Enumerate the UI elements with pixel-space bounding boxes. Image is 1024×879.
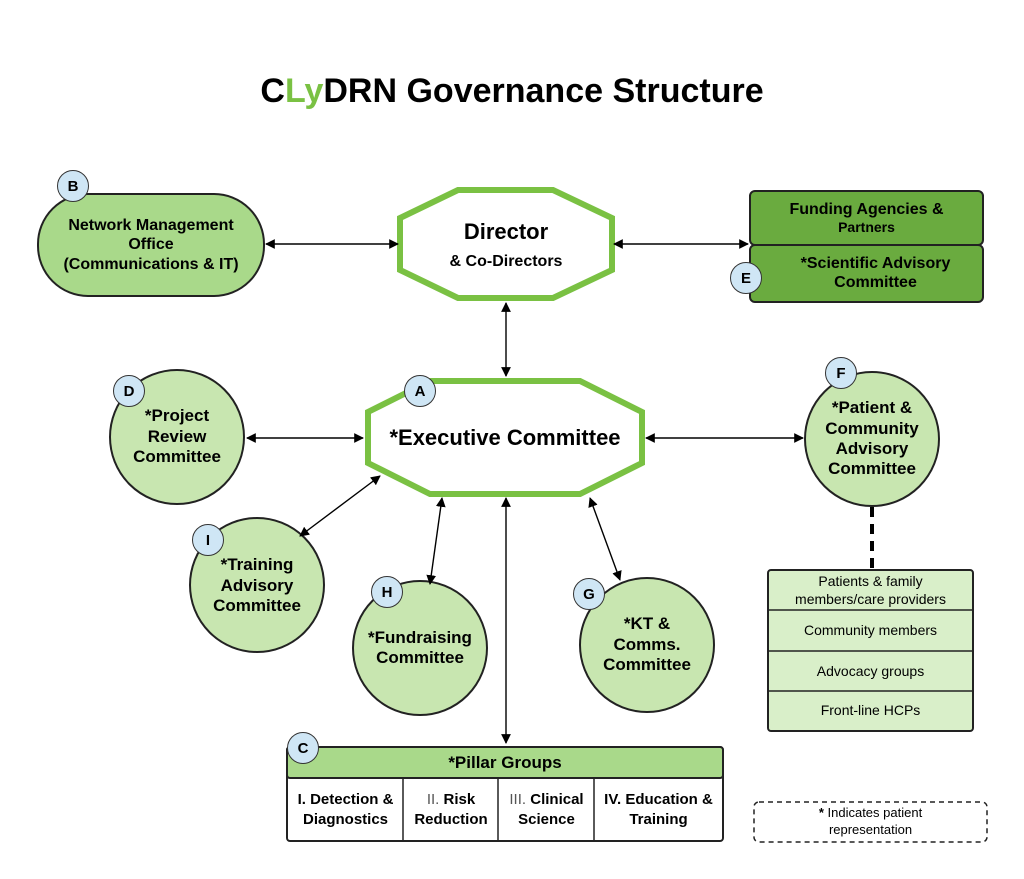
arrow-executive-training [299,475,381,537]
arrow-executive-kt [588,497,622,581]
scientific-label: *Scientific Advisory Committee [770,248,981,298]
pillar-line1: Education & [625,791,713,808]
pillar-line2: Science [518,810,575,828]
legend-star: * [818,805,824,820]
funding-line1: Funding Agencies & [789,201,944,218]
fundraising-line1: *Fundraising [368,627,472,647]
project-review-line2: Review [147,426,207,446]
executive-label: *Executive Committee [389,424,621,450]
patient-committee-line4: Committee [828,459,916,479]
pillar-cell: III. Clinical Science [499,779,594,840]
patient-committee-line2: Community [825,418,919,438]
title-part-c: C [260,72,285,110]
training-line1: *Training [220,555,294,575]
network-office-line1: Network Management [68,217,234,235]
pillar-line1: Risk [443,791,476,808]
director-subtitle: & Co-Directors [449,252,563,270]
badge-f: F [825,357,857,389]
legend-line2: representation [828,821,913,837]
patient-list-row-line2: members/care providers [795,590,946,607]
patient-committee-line3: Advisory [835,439,909,458]
badge-a: A [404,375,436,407]
badge-g: G [573,578,605,610]
pillar-cell: II. Risk Reduction [404,779,498,840]
pillar-cell: IV. Education & Training [595,779,722,840]
network-office-line3: (Communications & IT) [63,255,239,273]
scientific-line1: *Scientific Advisory [800,254,951,272]
legend-box [753,801,988,843]
patient-list-row-line1: Patients & family [818,573,923,589]
legend-line1: Indicates patient [827,805,923,820]
pillar-groups-header: *Pillar Groups [448,752,562,772]
director-title: Director [463,219,549,245]
kt-comms-line2: Comms. [613,634,681,654]
scientific-line2: Committee [834,274,917,291]
fundraising-label: *Fundraising Committee [356,624,484,672]
kt-comms-circle[interactable] [579,577,715,713]
patient-list-row: Advocacy groups [816,662,925,679]
executive-octagon[interactable] [365,378,645,497]
director-label: Director & Co-Directors [405,205,607,285]
project-review-circle[interactable] [109,369,245,505]
legend-text: * Indicates patient representation [756,805,985,839]
training-line2: Advisory [220,575,294,595]
pillar-cell: I. Detection & Diagnostics [288,779,403,840]
badge-c: C [287,732,319,764]
fundraising-circle[interactable] [352,580,488,716]
pillar-numeral: III. [509,791,527,808]
network-office-label: Network Management Office (Communication… [40,207,262,283]
pillar-line2: Diagnostics [302,810,389,828]
pillar-line2: Training [629,810,688,828]
network-office-box[interactable] [37,193,265,297]
network-office-line2: Office [128,236,174,254]
badge-h: H [371,576,403,608]
pillar-line2: Reduction [414,810,488,828]
pillar-line1: Clinical [530,791,584,808]
title-part-rest: DRN Governance Structure [323,72,764,110]
pillar-numeral: II. [426,791,440,808]
director-octagon[interactable] [397,187,615,301]
pillar-numeral: I. [297,791,306,808]
project-review-label: *Project Review Committee [117,402,237,472]
training-circle[interactable] [189,517,325,653]
training-label: *Training Advisory Committee [197,551,317,621]
pillar-line1: Detection & [310,791,394,808]
badge-e: E [730,262,762,294]
patient-committee-circle[interactable] [804,371,940,507]
patient-committee-line1: *Patient & [831,398,913,418]
title-part-ly: Ly [284,72,324,110]
funding-line2: Partners [838,219,895,236]
pillar-numeral: IV. [604,791,622,808]
patient-list-row: Patients & family members/care providers [770,571,971,610]
funding-label: Funding Agencies & Partners [752,194,981,242]
badge-i: I [192,524,224,556]
badge-d: D [113,375,145,407]
badge-b: B [57,170,89,202]
page-title: CLyDRN Governance Structure [0,72,1024,111]
kt-comms-label: *KT & Comms. Committee [587,610,707,680]
patient-list-row: Front-line HCPs [820,702,921,719]
fundraising-line2: Committee [376,648,464,667]
training-line3: Committee [213,596,301,616]
kt-comms-line1: *KT & [623,614,671,634]
patient-committee-label: *Patient & Community Advisory Committee [810,393,934,485]
arrow-executive-fundraising [426,497,446,585]
project-review-line1: *Project [144,406,210,426]
patient-list-row: Community members [803,622,938,639]
kt-comms-line3: Committee [603,655,691,675]
project-review-line3: Committee [133,447,221,467]
